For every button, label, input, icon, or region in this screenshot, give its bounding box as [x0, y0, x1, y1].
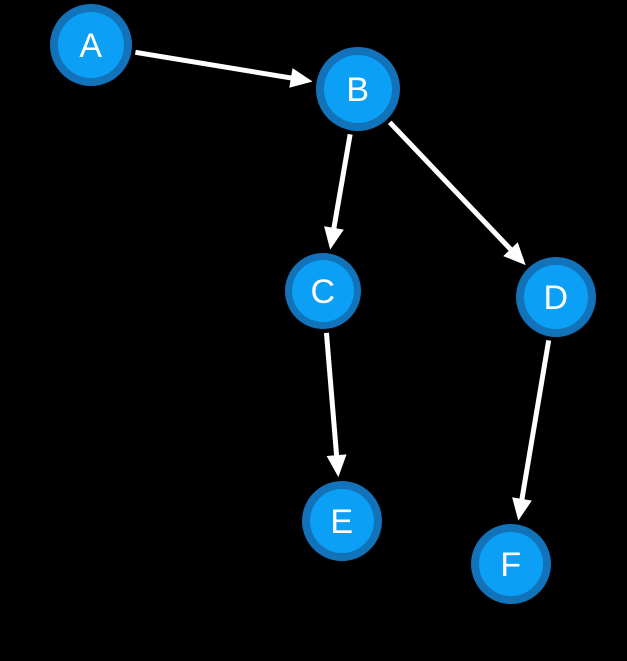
graph-node-e[interactable]: E: [302, 481, 382, 561]
arrowhead-icon: [324, 226, 344, 250]
arrowhead-icon: [326, 454, 347, 478]
edge-b-to-d[interactable]: [387, 120, 526, 266]
arrowhead-icon: [503, 242, 526, 266]
nodes-layer: A B C D E F: [50, 4, 596, 604]
node-fill: [292, 260, 354, 322]
edges-layer: [134, 49, 552, 521]
node-fill: [479, 532, 543, 596]
edge-a-to-b[interactable]: [134, 49, 313, 88]
node-fill: [324, 55, 392, 123]
edge-line: [330, 133, 353, 232]
node-label: C: [310, 273, 335, 311]
arrowhead-icon: [289, 68, 313, 88]
graph-node-f[interactable]: F: [471, 524, 551, 604]
edge-line: [134, 49, 295, 81]
edge-c-to-e[interactable]: [323, 332, 347, 478]
node-label: A: [79, 27, 102, 65]
node-fill: [310, 489, 374, 553]
edge-line: [519, 339, 552, 503]
node-label: D: [543, 279, 568, 317]
node-label: E: [330, 503, 353, 541]
edge-d-to-f[interactable]: [512, 339, 552, 521]
edge-b-to-c[interactable]: [324, 133, 353, 250]
node-label: F: [500, 546, 521, 584]
node-label: B: [346, 71, 369, 109]
graph-node-c[interactable]: C: [285, 253, 361, 329]
graph-node-b[interactable]: B: [316, 47, 400, 131]
graph-node-a[interactable]: A: [50, 4, 132, 86]
node-fill: [58, 12, 124, 78]
node-fill: [524, 265, 588, 329]
edge-line: [323, 332, 340, 459]
edge-line: [387, 120, 515, 254]
arrowhead-icon: [512, 497, 532, 521]
graph-node-d[interactable]: D: [516, 257, 596, 337]
